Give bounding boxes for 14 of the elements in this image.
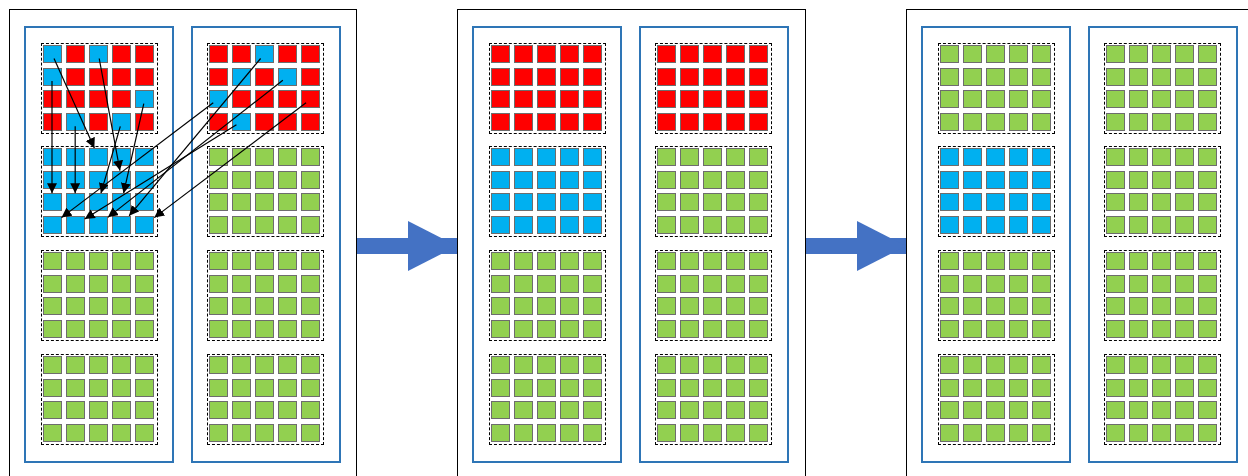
arrow	[120, 103, 145, 194]
arrow	[98, 57, 124, 172]
arrow	[84, 124, 238, 220]
arrow	[53, 57, 95, 149]
arrow	[70, 125, 81, 194]
block-arrow	[357, 221, 457, 271]
arrow	[128, 57, 262, 217]
panel-frame	[9, 9, 357, 476]
block-arrow	[806, 221, 906, 271]
arrow	[98, 125, 121, 194]
panel-frame	[457, 9, 806, 476]
panel-frame	[906, 9, 1248, 476]
arrow	[47, 80, 57, 194]
arrow	[60, 102, 214, 219]
